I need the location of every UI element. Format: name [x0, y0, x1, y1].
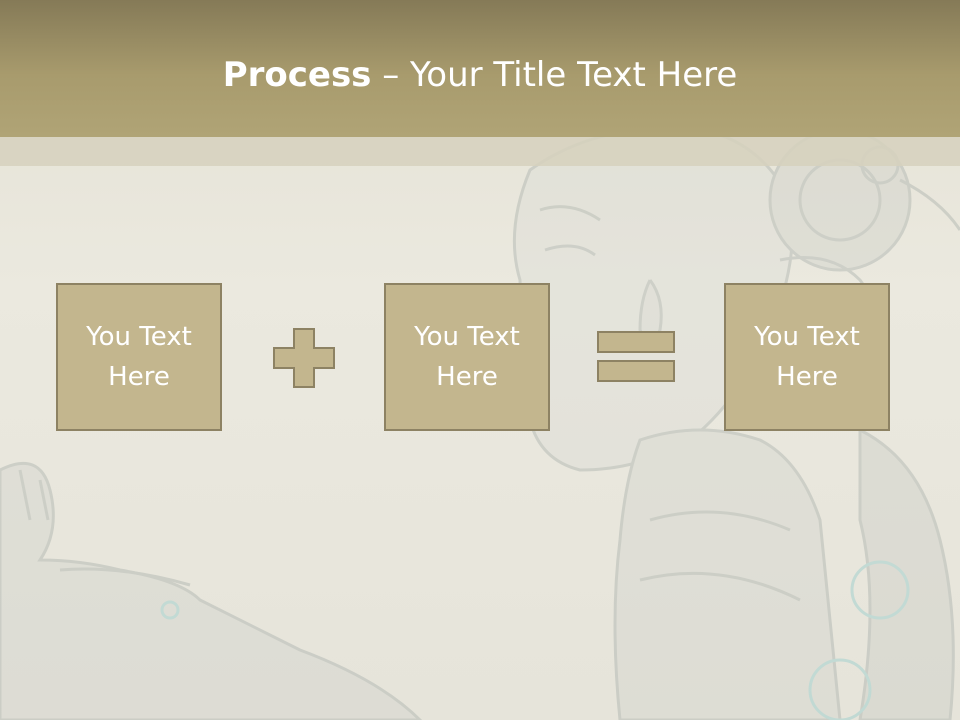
text-box-3-label: You Text Here [754, 322, 860, 392]
text-box-1-label: You Text Here [86, 322, 192, 392]
text-box-2[interactable]: You Text Here [384, 283, 550, 431]
text-box-2-label: You Text Here [414, 322, 520, 392]
title-bold-text: Process [222, 55, 372, 95]
plus-icon [273, 328, 335, 388]
title-rest-text: – Your Title Text Here [371, 55, 738, 95]
title-bar [0, 0, 960, 137]
slide-title[interactable]: Process – Your Title Text Here [0, 52, 960, 98]
title-underline-strip [0, 137, 960, 166]
text-box-1[interactable]: You Text Here [56, 283, 222, 431]
equals-icon [597, 331, 675, 382]
text-box-3[interactable]: You Text Here [724, 283, 890, 431]
